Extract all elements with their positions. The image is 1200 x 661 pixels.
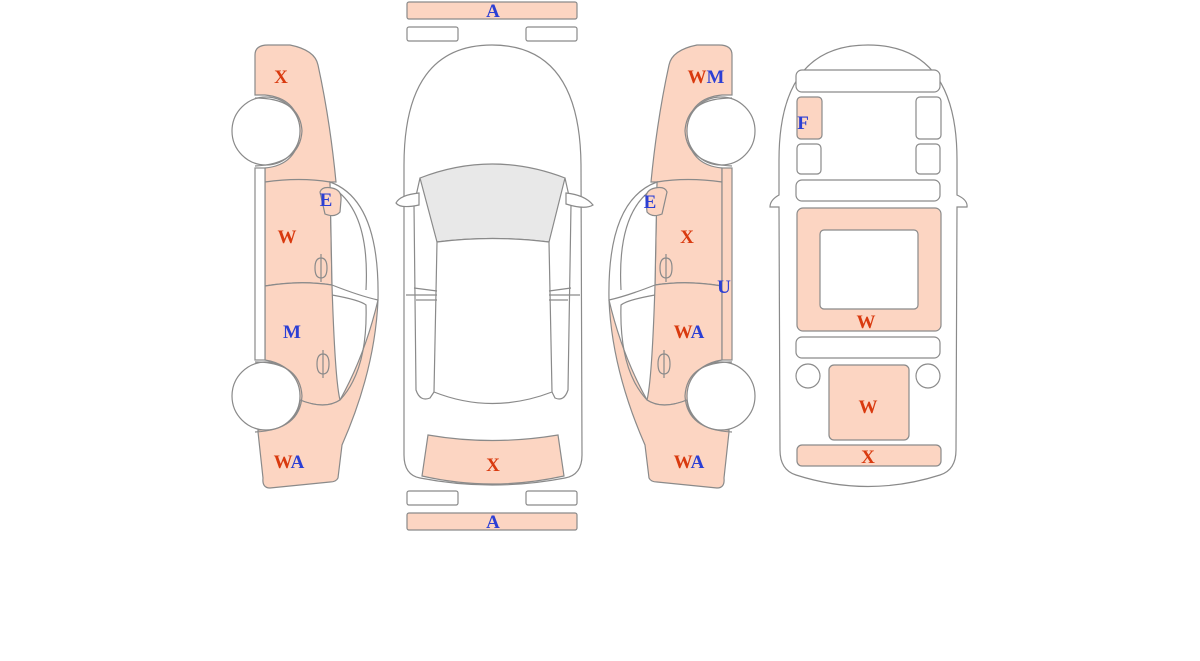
damage-code-m: M [707,67,725,88]
left-front-fender-code: X [274,67,288,88]
top-front-bumper[interactable] [406,1,578,20]
right-rear-wheel-arch [684,361,733,433]
left-side-view: X E W M WA [231,44,379,489]
right-front-wheel-arch [684,97,733,167]
under-center-cutout [819,229,919,310]
right-rear-wheel [686,361,756,431]
right-front-fender-code: WM [688,67,725,88]
left-mirror[interactable] [319,186,342,217]
underside-view: F W W X [769,44,968,488]
damage-code-w: W [674,452,693,473]
damage-code-w: W [278,227,297,248]
right-rear-door-handle [657,350,671,378]
right-rear-door-code: WA [674,322,705,343]
damage-code-a: A [291,452,305,473]
right-mirror[interactable] [645,186,668,217]
damage-code-x: X [486,455,500,476]
left-window-lower [331,294,367,401]
under-rear-bar [795,336,941,359]
under-front-right-panel[interactable] [915,96,942,140]
right-rear-quarter-code: WA [674,452,705,473]
top-trunk[interactable] [421,434,565,485]
damage-code-w: W [859,397,878,418]
left-front-wheel-arch [254,97,303,167]
damage-code-x: X [274,67,288,88]
under-front-bar [795,69,941,93]
under-rear-panel-code: X [861,447,875,468]
damage-code-x: X [861,447,875,468]
under-rear-floor-code: W [859,397,878,418]
top-rear-plate-right [525,490,578,506]
top-trunk-code: X [486,455,500,476]
under-left-hole [795,363,821,389]
top-left-lines [406,287,438,301]
damage-code-x: X [680,227,694,248]
top-front-bumper-code: A [486,1,500,22]
under-center-floor-code: W [857,312,876,333]
damage-code-a: A [691,322,705,343]
damage-code-w: W [688,67,707,88]
damage-code-a: A [486,512,500,533]
under-front-left-panel[interactable] [796,96,823,140]
under-front-left-code: F [797,113,809,134]
left-rear-wheel [231,361,301,431]
top-rear-bumper-code: A [486,512,500,533]
damage-code-e: E [320,190,333,211]
top-right-mirror[interactable] [565,192,594,208]
left-window-inner [335,189,368,291]
damage-code-f: F [797,113,809,134]
left-rocker[interactable] [254,167,266,361]
top-windshield[interactable] [419,163,566,243]
left-rear-door-code: M [283,322,301,343]
top-roof [433,237,553,405]
left-mirror-code: E [320,190,333,211]
right-window-inner [619,189,652,291]
damage-code-a: A [691,452,705,473]
damage-code-a: A [486,1,500,22]
left-rear-wheel-arch [254,361,303,433]
damage-code-u: U [717,277,731,298]
right-mirror-code: E [644,192,657,213]
under-rear-panel[interactable] [796,444,942,467]
right-front-door-handle [659,254,673,282]
under-right-hole [915,363,941,389]
top-left-pillar [413,177,435,400]
right-window-lower [620,294,656,401]
left-rear-quarter-code: WA [274,452,305,473]
under-right-small [915,143,941,175]
damage-code-w: W [274,452,293,473]
top-front-plate-right [525,26,578,42]
right-rocker[interactable] [721,167,733,361]
right-rocker-code: U [717,277,731,298]
under-left-small [796,143,822,175]
under-cross-bar [795,179,941,202]
top-rear-bumper[interactable] [406,512,578,531]
damage-code-w: W [674,322,693,343]
left-rear-door-handle [316,350,330,378]
under-rear-floor[interactable] [828,364,910,441]
right-side-view: WM E X U WA WA [608,44,756,489]
damage-code-w: W [857,312,876,333]
damage-code-m: M [283,322,301,343]
top-right-pillar [551,177,572,400]
left-front-door-code: W [278,227,297,248]
top-rear-plate-left [406,490,459,506]
top-right-lines [548,287,580,301]
top-left-mirror[interactable] [395,192,420,208]
top-front-plate-left [406,26,459,42]
right-front-door-code: X [680,227,694,248]
top-view: A X A [395,1,594,533]
left-front-door-handle [314,254,328,282]
damage-code-e: E [644,192,657,213]
